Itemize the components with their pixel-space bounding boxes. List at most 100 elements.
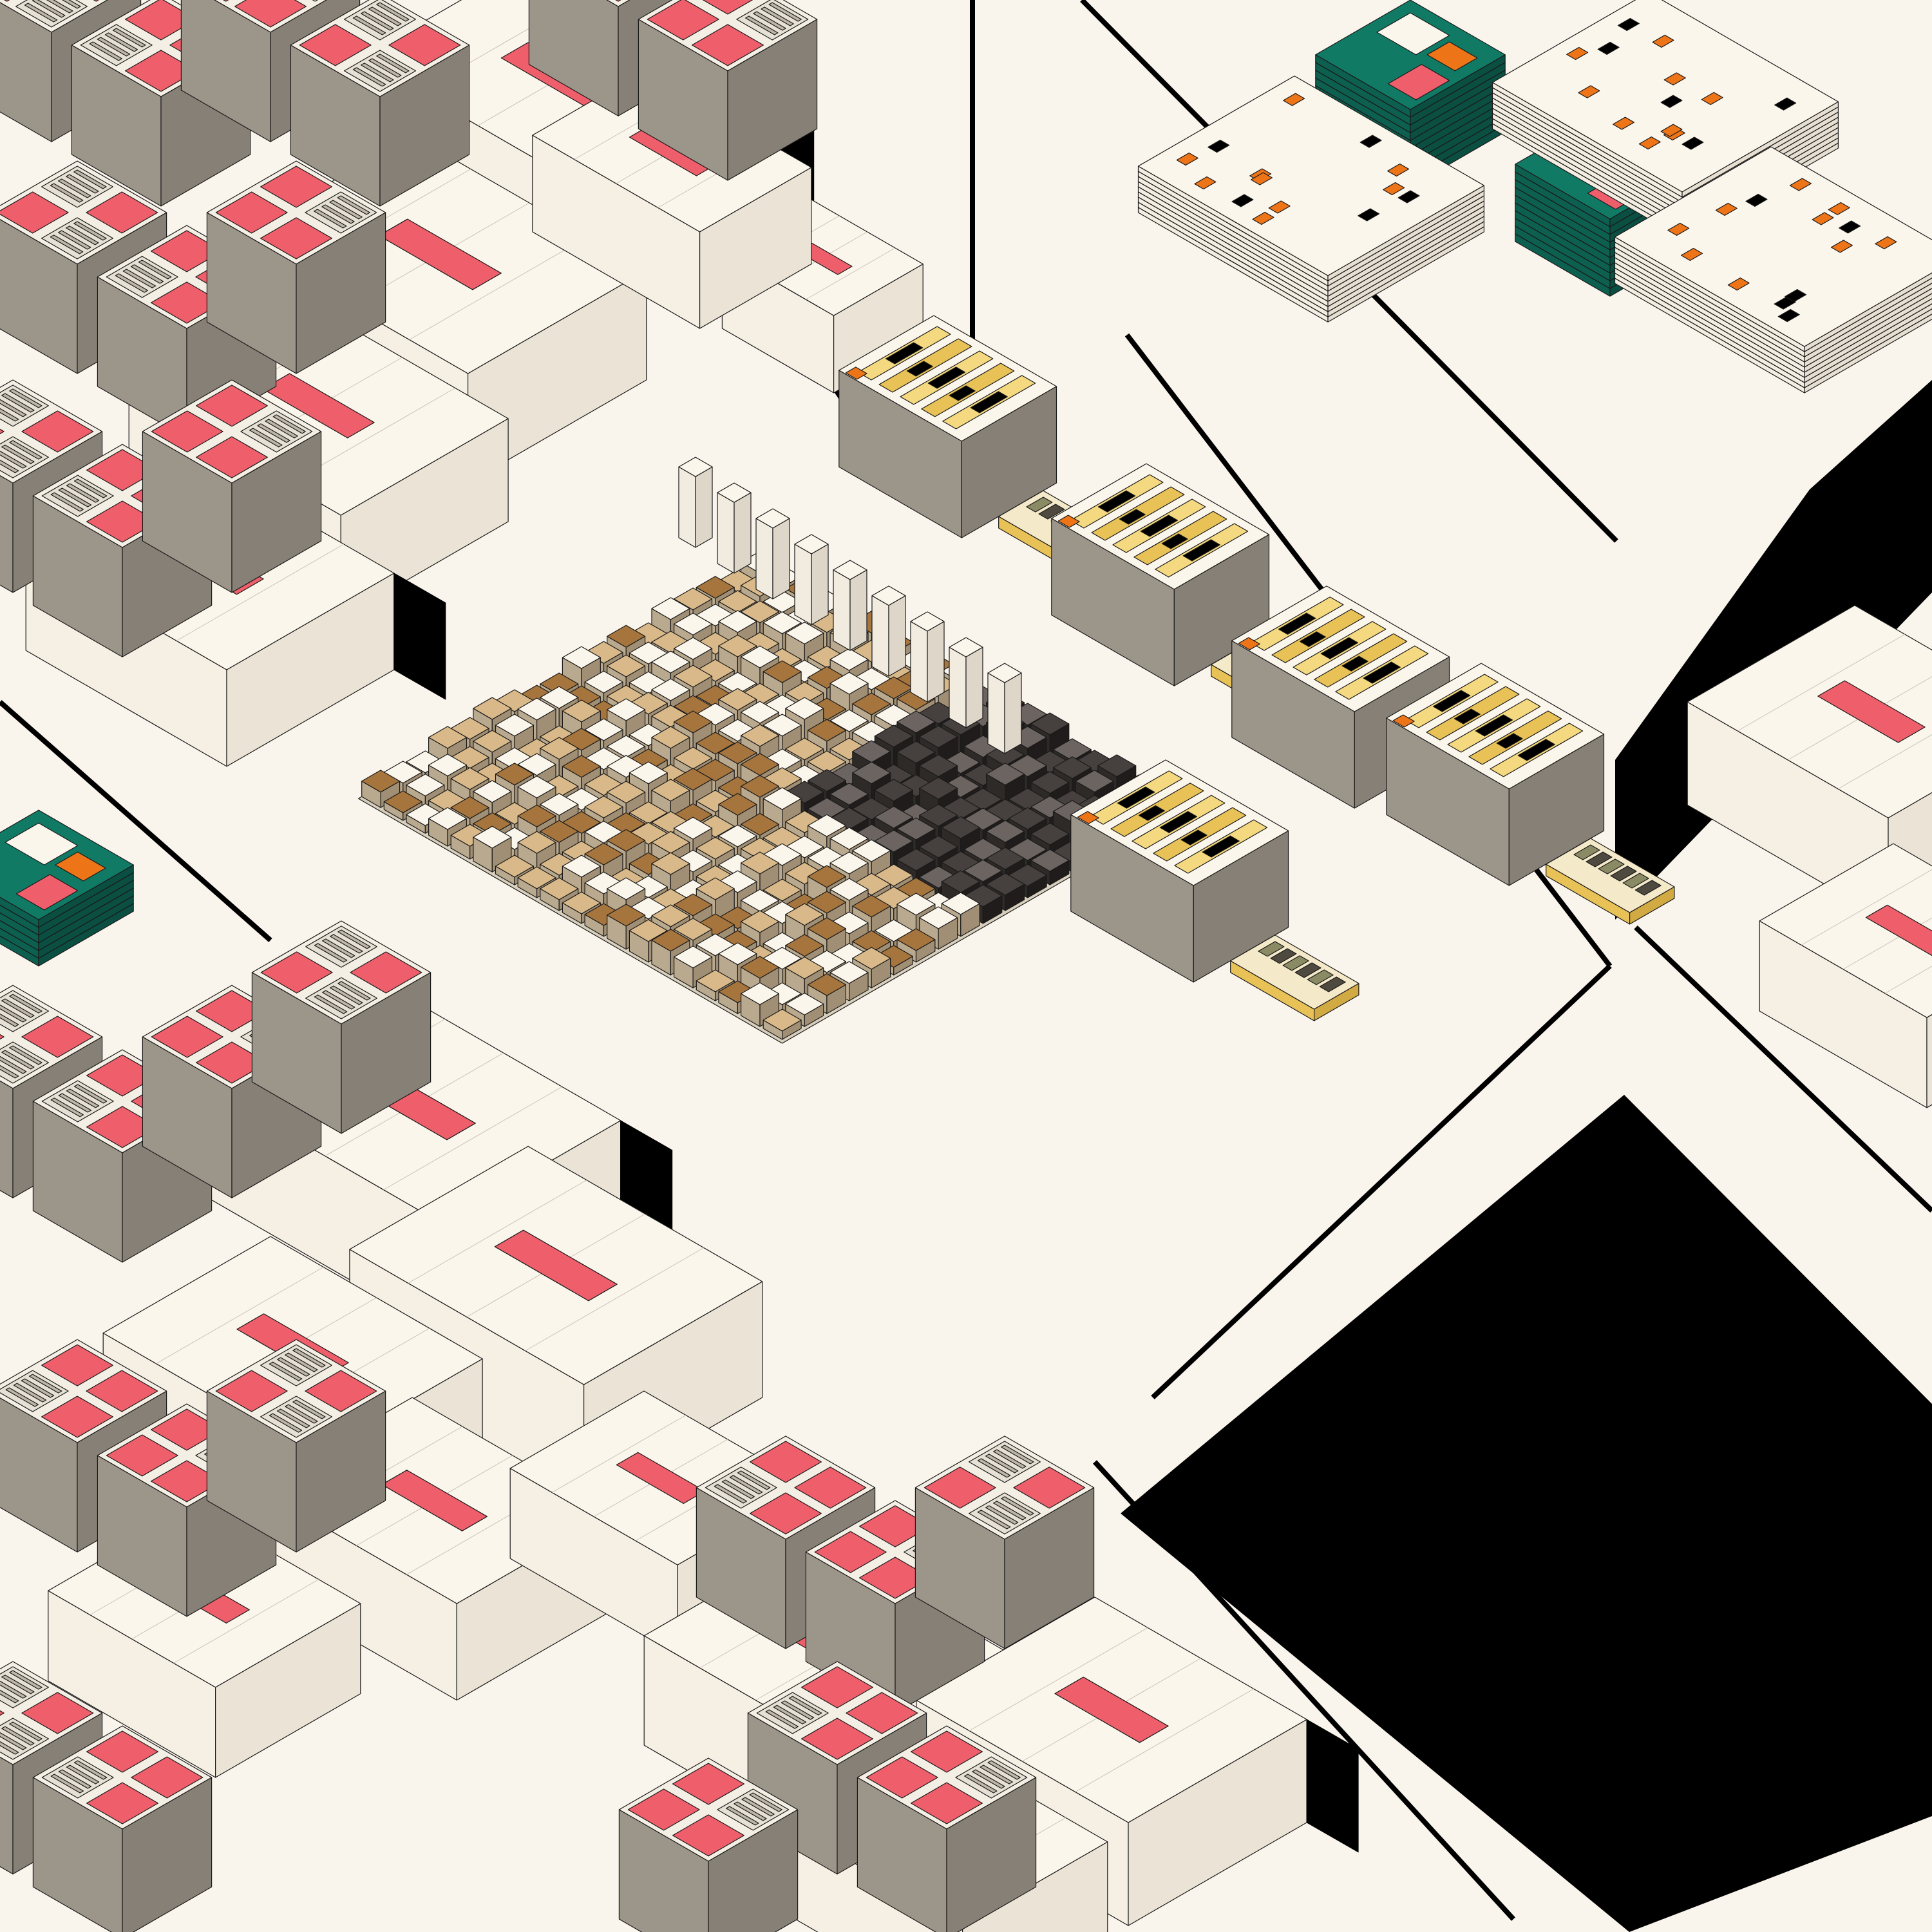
central-district-unit-top-face [807, 666, 847, 689]
central-district-unit-top-face [629, 692, 668, 715]
black-roof-slot [1117, 786, 1155, 809]
roof-pattern-strip [9, 994, 43, 1014]
roof-pattern-strip [269, 1361, 303, 1381]
central-district-unit-top-face [673, 918, 713, 941]
red-roof-tile [800, 1718, 874, 1760]
patterned-roof-tile [106, 256, 178, 298]
central-district-unit-top-face [673, 637, 713, 660]
red-rooftop-panel-9 [381, 1470, 488, 1531]
roof-pattern-strip [9, 1045, 43, 1065]
roof-pattern-strip [292, 1348, 326, 1368]
red-roof-tile [923, 1466, 996, 1509]
central-district-unit-top-face [584, 718, 623, 741]
central-district-unit-top-face [963, 884, 1003, 907]
roof-pattern-strip [753, 11, 786, 31]
pad-planter [1038, 504, 1065, 520]
central-district-unit-top-face [740, 851, 780, 875]
central-district-unit-top-face [829, 851, 869, 875]
patterned-roof-tile [240, 410, 313, 453]
roof-pattern-strip [0, 399, 27, 417]
patterned-roof-tile [305, 977, 378, 1019]
roof-pattern-strip [360, 11, 394, 31]
central-district-unit-top-face [651, 929, 690, 952]
central-district-unit-top-face [473, 730, 512, 753]
central-district-unit-top-face [517, 697, 556, 721]
central-district-unit-top-face [1030, 822, 1070, 846]
roof-division-line [409, 236, 589, 340]
red-roof-tile [151, 410, 223, 453]
black-roof-slot [1320, 637, 1359, 659]
white-building-13-top-face [1759, 843, 1932, 1018]
roof-pattern-strip [964, 1774, 998, 1794]
pad-planter [1622, 873, 1649, 889]
white-spire-tower-left-face [717, 492, 735, 574]
white-spire-tower-right-face [849, 569, 867, 651]
roof-pattern-strip [66, 225, 99, 245]
grey-housing-block-21-top-face [914, 1435, 1095, 1540]
roof-pattern-strip [729, 1475, 763, 1495]
roof-pattern-strip [321, 204, 355, 224]
roof-division-line [1075, 1689, 1255, 1792]
roof-division-line [1837, 734, 1932, 790]
red-roof-tile [814, 1531, 887, 1573]
central-district-unit-top-face [718, 793, 757, 816]
white-spire-tower-top-face [910, 611, 945, 632]
central-district-unit-top-face [963, 859, 1003, 882]
patterned-roof-tile [717, 1788, 790, 1831]
central-district-unit-top-face [450, 796, 489, 819]
central-district-unit-top-face [383, 790, 422, 813]
roof-pattern-strip [58, 488, 92, 507]
central-district-unit-top-face [718, 634, 757, 658]
roof-division-line [551, 1415, 687, 1493]
roof-pattern-strip [138, 260, 172, 279]
roof-pattern-strip [73, 221, 107, 241]
roof-pattern-strip [1, 444, 35, 464]
red-roof-tile [234, 0, 307, 28]
central-district-unit-top-face [607, 625, 646, 648]
roof-pattern-strip [13, 1383, 47, 1403]
central-district-unit-top-face [785, 903, 824, 926]
central-district-unit-top-face [829, 827, 869, 850]
black-shadow-face-15 [1306, 1719, 1359, 1853]
red-roof-tile [794, 1466, 867, 1509]
roof-pattern-strip [0, 408, 19, 422]
pad-planter [1307, 969, 1334, 985]
central-district-unit-top-face [607, 829, 646, 852]
central-district-unit-top-face [762, 878, 802, 902]
roof-pattern-strip [1001, 1444, 1034, 1464]
patterned-roof-tile [756, 1692, 829, 1734]
roof-pattern-strip [745, 15, 779, 35]
roof-pattern-strip [972, 1769, 1005, 1789]
black-roof-marker [1208, 139, 1230, 153]
central-district-unit-top-face [718, 824, 757, 848]
central-district-unit-top-face [629, 919, 668, 942]
black-roof-marker [1359, 135, 1382, 148]
roof-pattern-strip [330, 934, 363, 954]
roof-pattern-strip [768, 2, 802, 22]
central-district-unit-top-face [807, 769, 847, 792]
roof-pattern-strip [24, 3, 58, 23]
roof-pattern-strip [376, 2, 410, 22]
central-district-unit-top-face [829, 878, 869, 901]
central-district-unit-top-face [584, 871, 623, 895]
roof-pattern-strip [330, 985, 363, 1005]
roof-pattern-strip [1, 1726, 35, 1746]
orange-roof-marker [1652, 34, 1674, 48]
grey-housing-block-18-top-face [206, 1339, 386, 1443]
central-district-unit-top-face [896, 741, 936, 764]
roof-pattern-strip [788, 1696, 822, 1716]
central-district-unit-top-face [562, 855, 601, 878]
red-roof-tile [21, 410, 94, 453]
roof-pattern-strip [368, 58, 402, 78]
central-district-unit-top-face [874, 829, 913, 853]
white-spire-tower-top-face [949, 637, 983, 658]
central-district-unit-top-face [874, 806, 913, 829]
red-roof-tile [260, 166, 333, 208]
red-roof-tile [0, 428, 5, 435]
white-spire-tower-top-face [871, 585, 906, 606]
central-dense-district-layer [357, 457, 1184, 1044]
central-district-unit-top-face [495, 762, 535, 786]
central-district-unit-top-face [517, 866, 556, 889]
central-district-unit-top-face [607, 654, 646, 677]
central-district-unit-top-face [807, 814, 847, 837]
